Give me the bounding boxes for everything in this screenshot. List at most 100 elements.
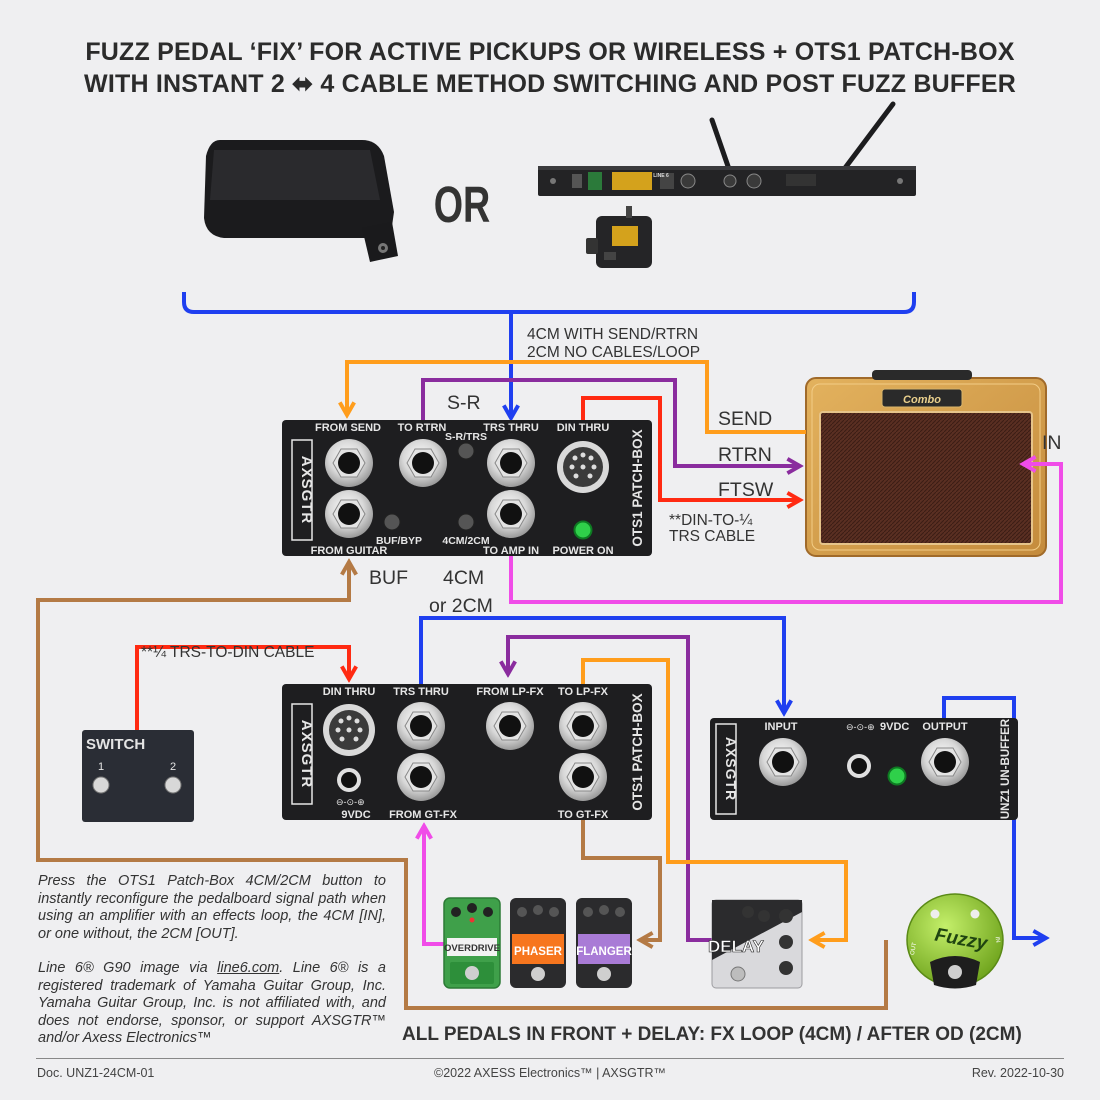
- jack-from-send[interactable]: [325, 439, 373, 487]
- ots1-bottom-brand: AXSGTR: [298, 720, 315, 789]
- din-thru-connector-top[interactable]: [557, 441, 609, 493]
- trs-din-cable-label: **¼ TRS-TO-DIN CABLE: [141, 644, 314, 661]
- fuzz-footswitch[interactable]: [948, 965, 962, 979]
- jack-to-gt-fx[interactable]: [559, 753, 607, 801]
- svg-text:⊖-⊙-⊕: ⊖-⊙-⊕: [846, 722, 875, 732]
- cable-fuzz-to-from-guitar: [36, 562, 888, 1010]
- label-sr-trs: S-R/TRS: [445, 431, 487, 443]
- jack-from-guitar[interactable]: [325, 490, 373, 538]
- unz1-unbuffer: AXSGTR UNZ1 UN-BUFFER INPUT ⊖-⊙-⊕ 9VDC O…: [710, 718, 1018, 820]
- label-unz1-input: INPUT: [765, 721, 798, 733]
- flanger-footswitch[interactable]: [597, 967, 611, 981]
- cable-to-gt-fx-to-flanger: [581, 820, 662, 940]
- switch-4cm-2cm[interactable]: [457, 513, 475, 531]
- overdrive-label: OVERDRIVE: [444, 943, 500, 954]
- ots1-patch-box-top: AXSGTR OTS1 PATCH-BOX FROM SEND TO RTRN …: [282, 420, 652, 557]
- mode-2cm-label: or 2CM: [429, 595, 493, 617]
- din-thru-connector-bottom[interactable]: [323, 704, 375, 756]
- label-din-thru-bottom: DIN THRU: [323, 686, 376, 698]
- humbucker-pickup: [204, 140, 398, 262]
- switch-button-2-label: 2: [170, 761, 176, 773]
- guitar-note-2cm: 2CM NO CABLES/LOOP: [527, 344, 700, 361]
- ots1-patch-box-bottom: AXSGTR OTS1 PATCH-BOX DIN THRU TRS THRU …: [282, 684, 652, 821]
- switch-box-label: SWITCH: [86, 736, 145, 753]
- jack-from-lp-fx[interactable]: [486, 702, 534, 750]
- guitar-source-bracket: [182, 292, 916, 314]
- switch-sr-trs[interactable]: [457, 442, 475, 460]
- svg-text:⊖-⊙-⊕: ⊖-⊙-⊕: [336, 797, 365, 807]
- din-cable-label-1: **DIN-TO-¼: [669, 512, 753, 529]
- switch-button-1[interactable]: [92, 776, 110, 794]
- unz1-led: [887, 766, 907, 786]
- amp-logo: Combo: [903, 394, 941, 406]
- cable-overdrive-to-from-gt-fx: [424, 826, 444, 946]
- label-9vdc-bottom: 9VDC: [341, 809, 370, 821]
- title-line-2: WITH INSTANT 2 ⬌ 4 CABLE METHOD SWITCHIN…: [84, 70, 1016, 98]
- jack-to-rtrn[interactable]: [399, 439, 447, 487]
- label-from-lp-fx: FROM LP-FX: [476, 686, 544, 698]
- label-unz1-9vdc: 9VDC: [880, 721, 909, 733]
- power-led: [573, 520, 593, 540]
- delay-pedal: DELAY: [708, 899, 803, 989]
- title-line-1: FUZZ PEDAL ‘FIX’ FOR ACTIVE PICKUPS OR W…: [85, 38, 1015, 66]
- ftsw-label: FTSW: [718, 479, 774, 501]
- dc-jack-9vdc-bottom[interactable]: ⊖-⊙-⊕: [336, 768, 365, 807]
- label-power-on: POWER ON: [552, 545, 613, 557]
- cable-switch-to-din-thru: [135, 645, 349, 730]
- footswitch-box: SWITCH 1 2: [82, 730, 194, 822]
- rtrn-label: RTRN: [718, 444, 772, 466]
- jack-to-lp-fx[interactable]: [559, 702, 607, 750]
- jack-unz1-output[interactable]: [921, 738, 969, 786]
- delay-label: DELAY: [708, 937, 765, 956]
- dc-jack-unz1[interactable]: [847, 754, 871, 778]
- page-title: FUZZ PEDAL ‘FIX’ FOR ACTIVE PICKUPS OR W…: [0, 36, 1100, 100]
- signal-chain-summary: ALL PEDALS IN FRONT + DELAY: FX LOOP (4C…: [402, 1024, 1022, 1045]
- label-trs-thru-top: TRS THRU: [483, 422, 539, 434]
- jack-from-gt-fx[interactable]: [397, 753, 445, 801]
- label-from-send: FROM SEND: [315, 422, 381, 434]
- label-unz1-output: OUTPUT: [922, 721, 968, 733]
- phaser-footswitch[interactable]: [531, 967, 545, 981]
- jack-trs-thru-top[interactable]: [487, 439, 535, 487]
- cable-delay-to-from-lp-fx: [508, 635, 712, 942]
- sr-label: S-R: [447, 392, 481, 414]
- line6-link[interactable]: line6.com: [217, 960, 280, 976]
- footer-doc-number: Doc. UNZ1-24CM-01: [37, 1066, 155, 1080]
- explanatory-notes: Press the OTS1 Patch-Box 4CM/2CM button …: [38, 873, 386, 1065]
- switch-button-1-label: 1: [98, 761, 104, 773]
- label-din-thru-top: DIN THRU: [557, 422, 610, 434]
- jack-trs-thru-bottom[interactable]: [397, 702, 445, 750]
- label-to-amp-in: TO AMP IN: [483, 545, 539, 557]
- note-paragraph-2: Line 6® G90 image via line6.com. Line 6®…: [38, 960, 386, 1048]
- note-paragraph-2-end: . Line 6® is a registered trademark of Y…: [38, 960, 386, 1046]
- cable-din-thru-to-amp-ftsw: [581, 396, 800, 500]
- delay-footswitch[interactable]: [730, 966, 746, 982]
- cable-unbuffer-output-to-fuzz: [942, 696, 1046, 938]
- label-from-gt-fx: FROM GT-FX: [389, 809, 457, 821]
- unz1-model: UNZ1 UN-BUFFER: [1000, 718, 1012, 819]
- jack-unz1-input[interactable]: [759, 738, 807, 786]
- phaser-label: PHASER: [514, 946, 563, 958]
- note-paragraph-2-start: Line 6® G90 image via: [38, 960, 218, 976]
- fuzz-out-label: OUT: [910, 942, 918, 956]
- switch-button-2[interactable]: [164, 776, 182, 794]
- overdrive-footswitch[interactable]: [465, 966, 479, 980]
- or-label: OR: [434, 178, 491, 234]
- ots1-bottom-model: OTS1 PATCH-BOX: [630, 693, 645, 810]
- flanger-label: FLANGER: [576, 946, 632, 958]
- amp-in-label: IN: [1042, 432, 1062, 454]
- ots1-top-brand: AXSGTR: [298, 456, 315, 525]
- label-to-lp-fx: TO LP-FX: [558, 686, 609, 698]
- switch-buf-byp[interactable]: [383, 513, 401, 531]
- mode-4cm-label: 4CM: [443, 567, 484, 589]
- unz1-brand: AXSGTR: [723, 737, 739, 801]
- footer-copyright: ©2022 AXESS Electronics™ | AXSGTR™: [434, 1066, 666, 1080]
- jack-to-amp-in[interactable]: [487, 490, 535, 538]
- fuzz-pedal: Fuzzy OUT IN: [906, 893, 1004, 989]
- footer-revision: Rev. 2022-10-30: [971, 1066, 1064, 1080]
- buf-label: BUF: [369, 567, 408, 589]
- label-from-guitar: FROM GUITAR: [311, 545, 388, 557]
- cable-amp-send-to-from-send: [347, 360, 806, 434]
